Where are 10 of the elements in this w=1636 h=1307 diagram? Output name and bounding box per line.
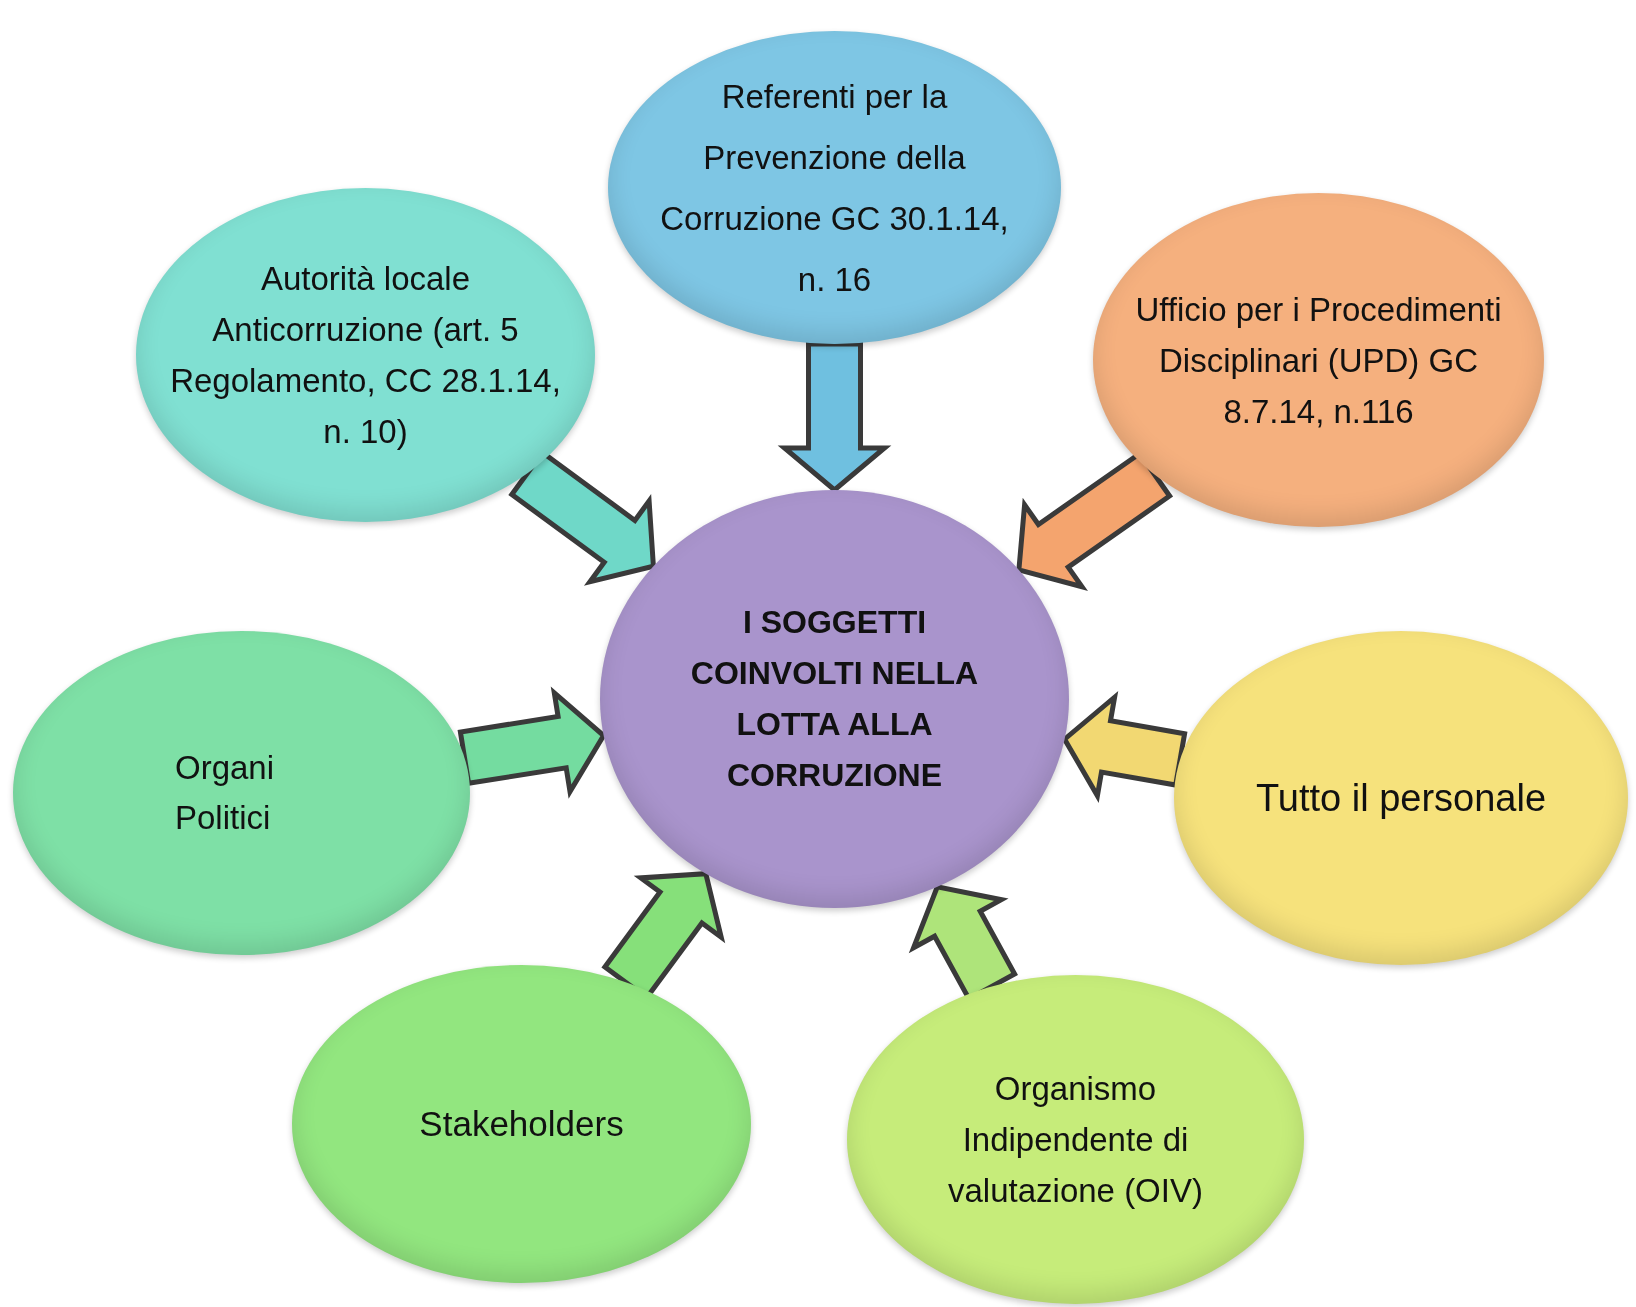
node-label: Referenti per la Prevenzione della Corruzione GC 30.1.14, n. 16: [659, 76, 1010, 300]
node-label: Tutto il personale: [1255, 776, 1547, 821]
block-arrow: [457, 686, 607, 799]
block-arrow: [1061, 690, 1188, 803]
node-label: Autorità locale Anticorruzione (art. 5 Regolamento, CC 28.1.14, n. 10): [169, 259, 562, 452]
node-label: Organi Politici: [175, 748, 276, 838]
node-label: Organismo Indipendente di valutazione (OIV): [947, 1069, 1204, 1211]
node-label: I SOGGETTI COINVOLTI NELLA LOTTA ALLA CORRUZIONE: [689, 603, 980, 795]
node-label: Ufficio per i Procedimenti Disciplinari (UPD) GC 8.7.14, n.116: [1134, 289, 1503, 432]
node-label: Stakeholders: [419, 1103, 624, 1145]
